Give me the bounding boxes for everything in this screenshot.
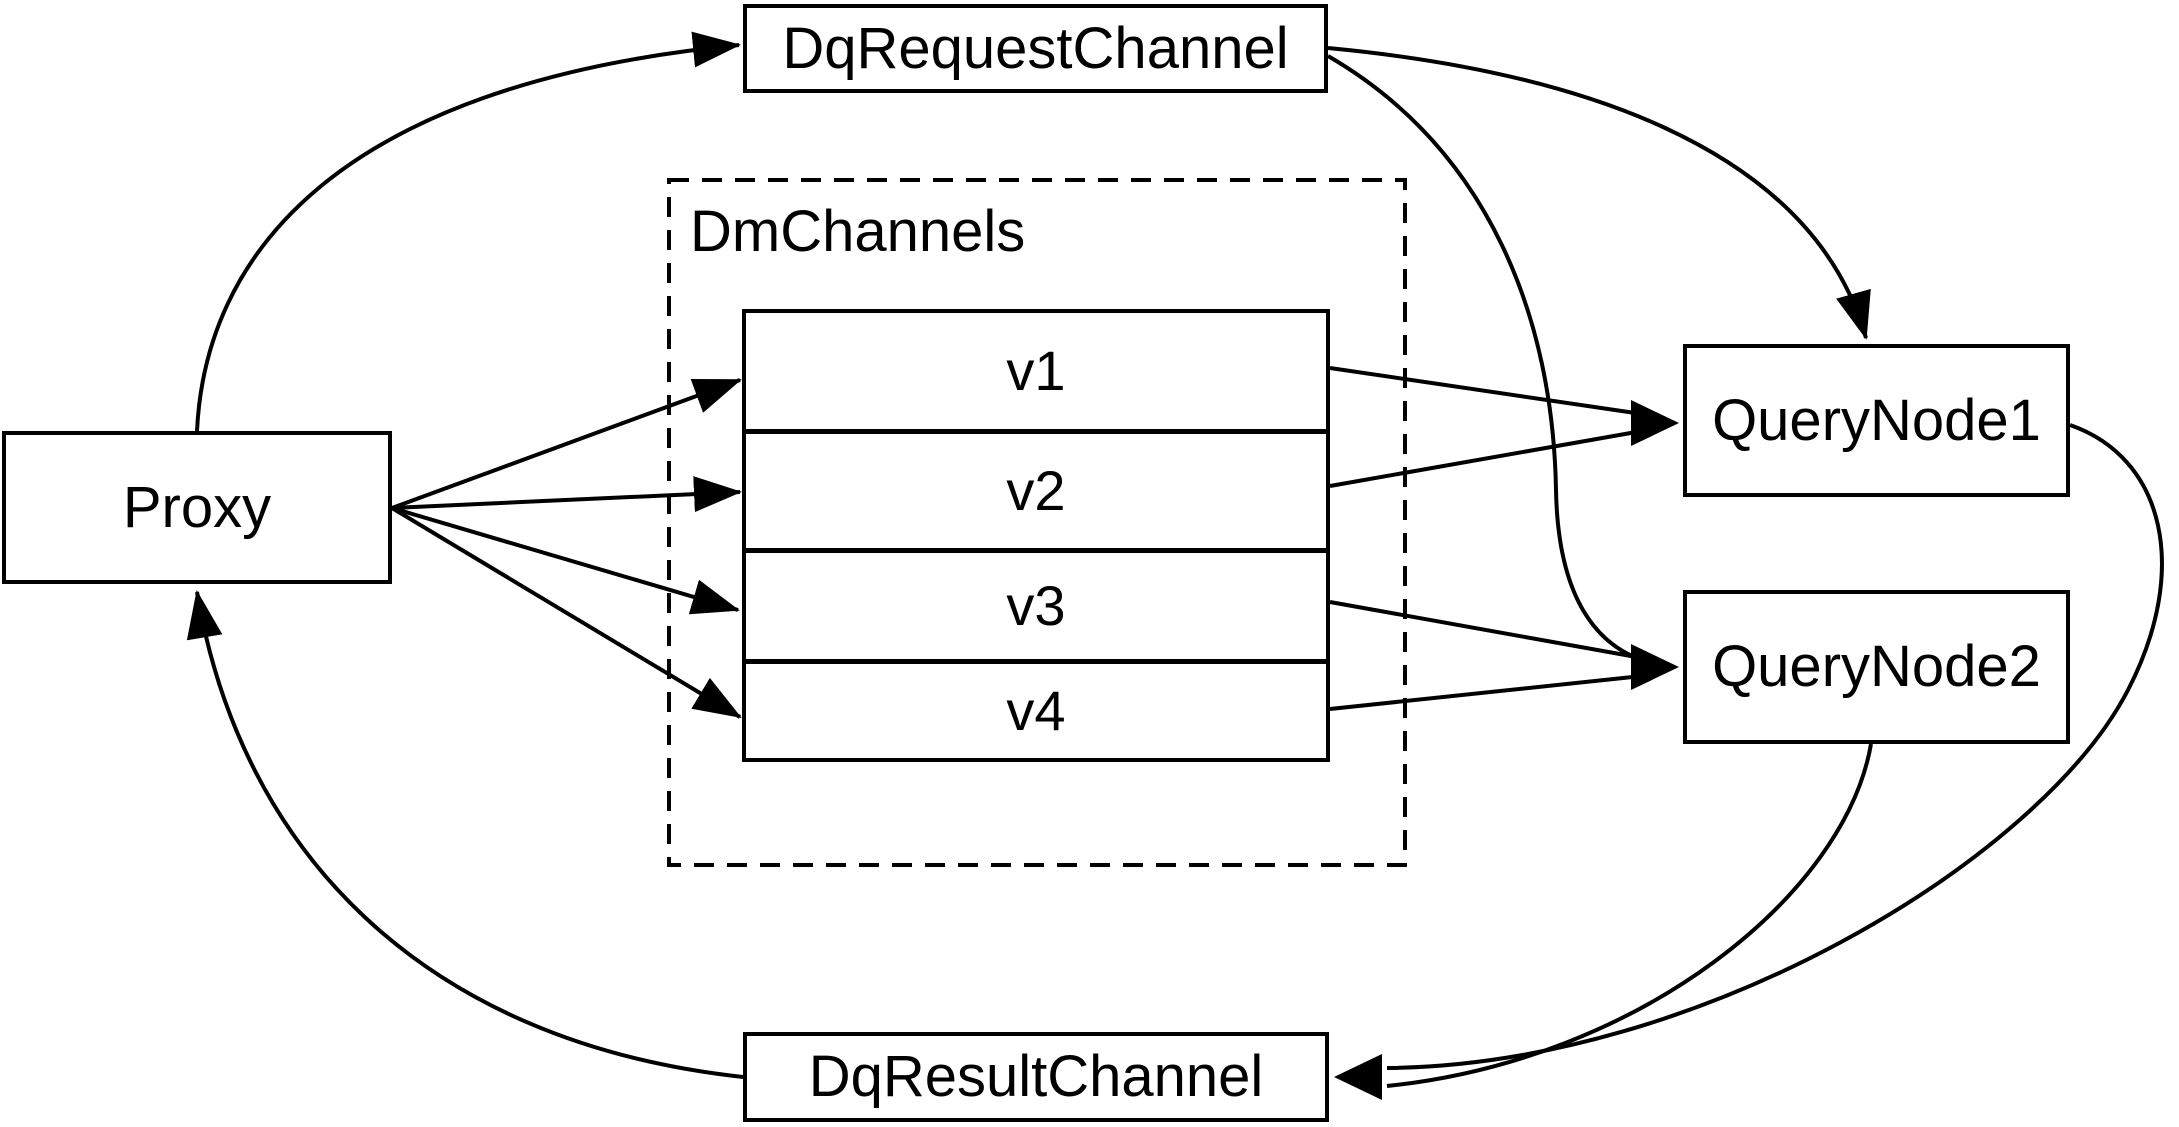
edge-proxy-to-v3 — [391, 506, 740, 615]
edge-v3-to-querynode2 — [1329, 600, 1643, 660]
node-proxy-label: Proxy — [122, 474, 272, 540]
node-dqresultchannel-label: DqResultChannel — [808, 1044, 1264, 1109]
dm-channels-group-label: DmChannels — [690, 199, 1026, 264]
channel-v4-label: v4 — [1006, 679, 1066, 742]
node-dqrequestchannel-label: DqRequestChannel — [782, 15, 1289, 81]
arrowhead-into-dqresultchannel-right — [1334, 1054, 1382, 1100]
arrowhead-into-querynode1-left — [1631, 400, 1679, 446]
node-dqresultchannel: DqResultChannel — [743, 1032, 1329, 1122]
edge-proxy-to-v4 — [390, 506, 742, 719]
edge-v1-to-querynode1 — [1329, 366, 1643, 416]
channel-v2-label: v2 — [1006, 459, 1066, 522]
node-querynode2-label: QueryNode2 — [1712, 634, 2041, 699]
dm-channels-group-border — [667, 178, 1407, 867]
channel-stack: v1 v2 v3 v4 — [742, 309, 1330, 762]
channel-row-v4: v4 — [746, 659, 1326, 758]
edge-proxy-to-v1 — [391, 378, 742, 510]
arrowhead-into-querynode2-left — [1631, 644, 1679, 690]
edge-querynode2-to-dqresultchannel — [1386, 743, 1873, 1088]
channel-row-v1: v1 — [746, 313, 1326, 429]
node-querynode1: QueryNode1 — [1683, 344, 2070, 497]
channel-v1-label: v1 — [1006, 339, 1066, 402]
channel-row-v2: v2 — [746, 429, 1326, 548]
node-dqrequestchannel: DqRequestChannel — [743, 4, 1328, 93]
channel-v3-label: v3 — [1006, 574, 1066, 637]
edge-v2-to-querynode1 — [1329, 429, 1643, 488]
edge-querynode1-to-dqresultchannel — [1386, 423, 2164, 1070]
edge-dqrequestchannel-to-querynode2 — [1326, 54, 1646, 663]
node-querynode1-label: QueryNode1 — [1712, 387, 2041, 453]
edge-dqrequestchannel-to-querynode1 — [1327, 46, 1871, 340]
edge-dqresultchannel-to-proxy — [186, 590, 744, 1079]
node-proxy: Proxy — [2, 431, 392, 584]
channel-row-v3: v3 — [746, 548, 1326, 659]
edge-proxy-to-v2 — [391, 476, 742, 513]
edge-proxy-to-dqrequestchannel — [195, 31, 741, 432]
node-querynode2: QueryNode2 — [1683, 590, 2070, 744]
edge-v4-to-querynode2 — [1329, 674, 1643, 711]
